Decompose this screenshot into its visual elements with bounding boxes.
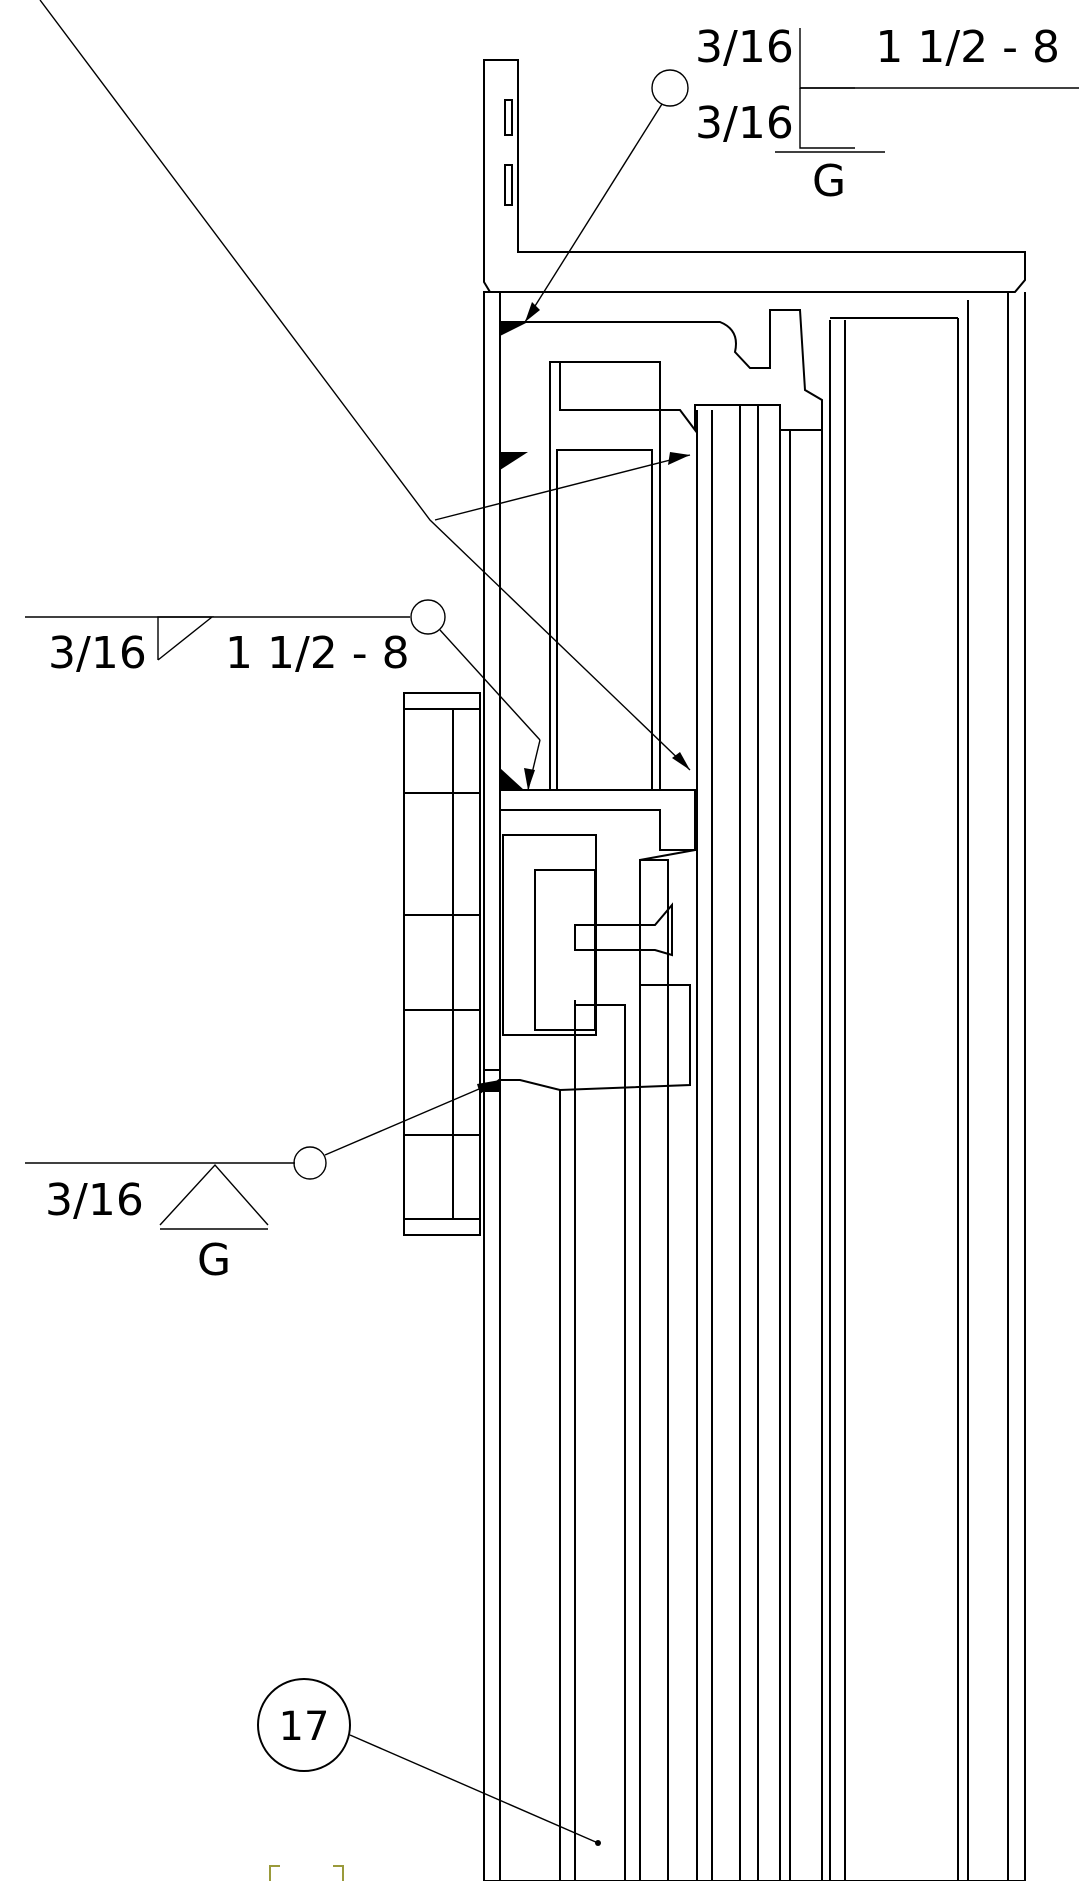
weld-bottom-size: 3/16 xyxy=(45,1175,144,1226)
glazing-stop xyxy=(639,859,669,986)
frame-channel-inner xyxy=(556,449,653,791)
weld-symbol-middle: 3/16 1 1/2 - 8 xyxy=(25,452,691,791)
weld-top-finish: G xyxy=(812,156,846,207)
weld-middle-size: 3/16 xyxy=(48,628,147,679)
vertical-profiles xyxy=(483,292,1026,1881)
weld-middle-spec: 1 1/2 - 8 xyxy=(225,628,410,679)
gasket xyxy=(574,902,673,957)
glass-pane xyxy=(574,1004,626,1881)
inner-frame-mid-block xyxy=(499,789,696,1092)
weld-symbol-top: 3/16 1 1/2 - 8 3/16 G xyxy=(524,22,1079,323)
item-balloon-number: 17 xyxy=(279,1704,330,1750)
item-balloon: 17 xyxy=(257,1678,601,1846)
weld-top-other-size: 3/16 xyxy=(695,98,794,149)
angle-section-wall xyxy=(483,59,1026,293)
weld-top-arrow-spec: 1 1/2 - 8 xyxy=(875,22,1060,73)
wall-notch xyxy=(504,99,513,206)
weld-top-arrow-size: 3/16 xyxy=(695,22,794,73)
leader-line-diagonal xyxy=(39,0,691,771)
weld-symbol-bottom: 3/16 G xyxy=(25,1079,501,1286)
weld-marks xyxy=(482,322,528,1092)
selection-corner-marker xyxy=(269,1865,344,1881)
weld-bottom-finish: G xyxy=(197,1235,231,1286)
hinge-strip xyxy=(403,692,481,1236)
